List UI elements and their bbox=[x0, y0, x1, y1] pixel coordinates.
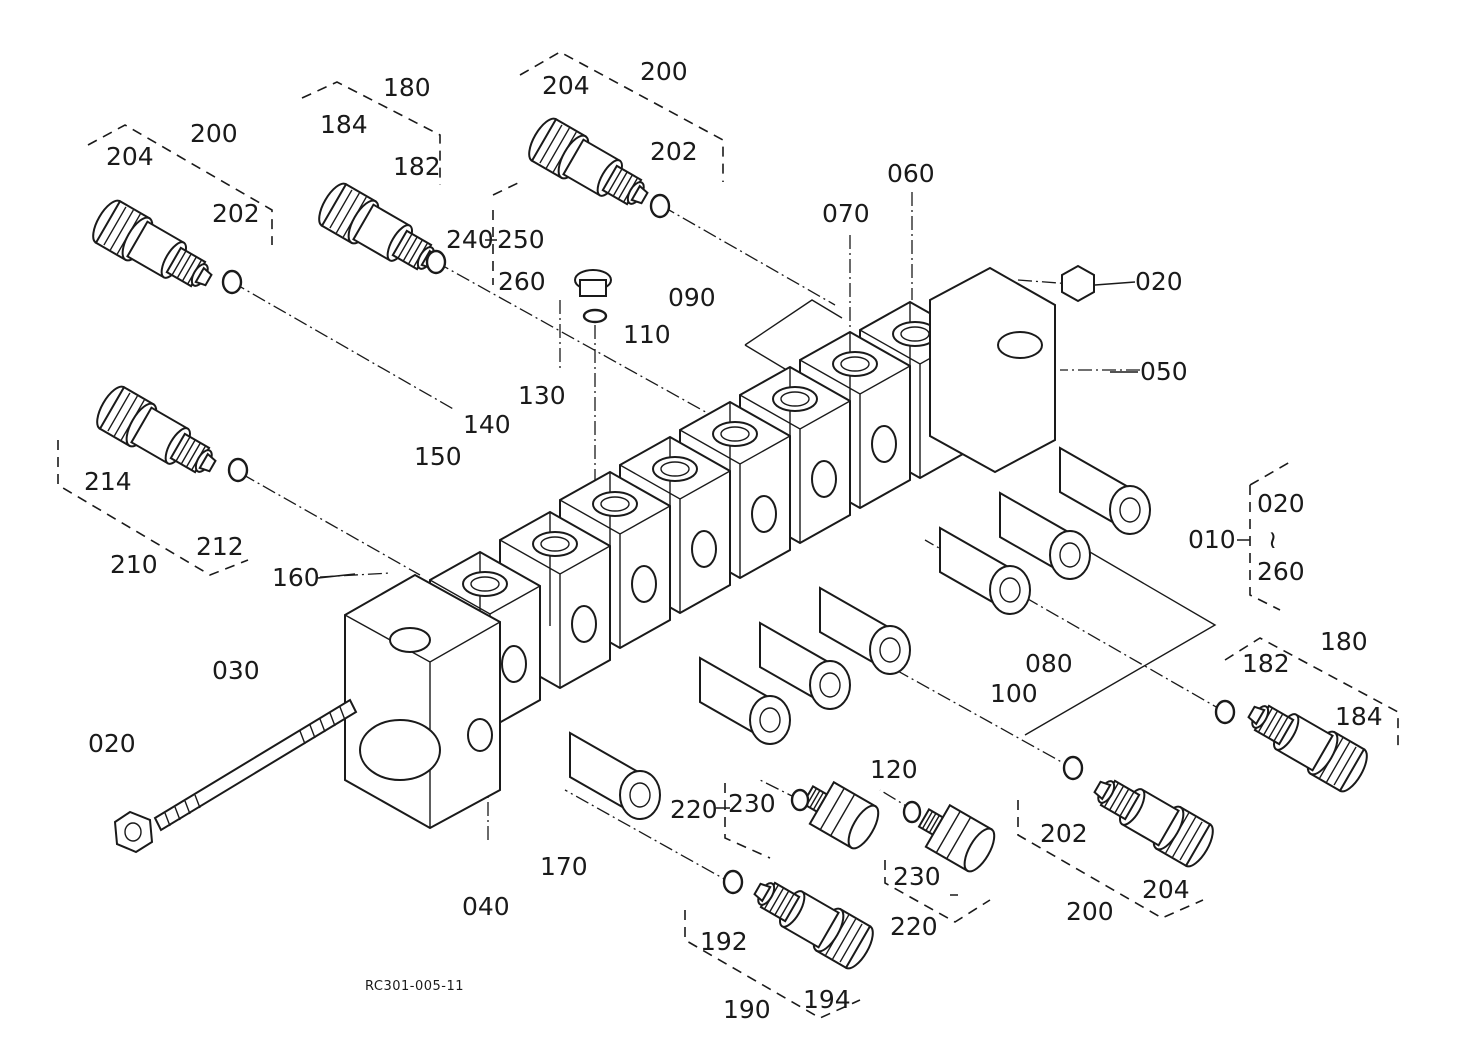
spool-end bbox=[569, 732, 661, 820]
callout-200: 200 bbox=[1066, 897, 1114, 926]
callout-212: 212 bbox=[196, 532, 244, 561]
callout-230: 230 bbox=[728, 789, 776, 818]
callout-120: 120 bbox=[870, 755, 918, 784]
callout-040: 040 bbox=[462, 892, 510, 921]
callout-230: 230 bbox=[893, 862, 941, 891]
callout-260: 260 bbox=[498, 267, 546, 296]
callout-100: 100 bbox=[990, 679, 1038, 708]
callout-170: 170 bbox=[540, 852, 588, 881]
callout-130: 130 bbox=[518, 381, 566, 410]
callout-020: 020 bbox=[88, 729, 136, 758]
callout-080: 080 bbox=[1025, 649, 1073, 678]
nut-020-lower bbox=[113, 810, 154, 854]
callout-200: 200 bbox=[190, 119, 238, 148]
callout-030: 030 bbox=[212, 656, 260, 685]
o-ring-182-top bbox=[425, 249, 447, 275]
callout-260: 260 bbox=[1257, 557, 1305, 586]
callout-140: 140 bbox=[463, 410, 511, 439]
relief-valve-200-top bbox=[522, 113, 658, 220]
valve-body bbox=[344, 264, 1151, 830]
callout-200: 200 bbox=[640, 57, 688, 86]
callout-180: 180 bbox=[1320, 627, 1368, 656]
callout-182: 182 bbox=[393, 152, 441, 181]
o-ring-202-right bbox=[1062, 755, 1084, 781]
callout-180: 180 bbox=[383, 73, 431, 102]
callout-020: 020 bbox=[1135, 267, 1183, 296]
callout-250: 250 bbox=[497, 225, 545, 254]
callout-194: 194 bbox=[803, 985, 851, 1014]
label-ticks bbox=[317, 239, 1250, 896]
o-ring-230-right bbox=[902, 800, 922, 824]
callout-204: 204 bbox=[106, 142, 154, 171]
o-ring-192 bbox=[722, 869, 744, 895]
relief-valve-200-right bbox=[1084, 765, 1220, 872]
callout-220: 220 bbox=[670, 795, 718, 824]
relief-valve-190 bbox=[744, 867, 880, 974]
group-brackets bbox=[57, 51, 1399, 1019]
callout-182: 182 bbox=[1242, 649, 1290, 678]
nut-020 bbox=[1061, 264, 1095, 303]
o-ring-202-top bbox=[649, 193, 671, 219]
callout-184: 184 bbox=[1335, 702, 1383, 731]
callout-050: 050 bbox=[1140, 357, 1188, 386]
check-plug-220-left bbox=[795, 773, 886, 854]
tie-bolt-030 bbox=[153, 698, 358, 832]
o-ring-260 bbox=[582, 308, 608, 324]
callout-150: 150 bbox=[414, 442, 462, 471]
o-ring-182-right bbox=[1214, 699, 1236, 725]
callout-204: 204 bbox=[1142, 875, 1190, 904]
callout-160: 160 bbox=[272, 563, 320, 592]
callout-204: 204 bbox=[542, 71, 590, 100]
callout-214: 214 bbox=[84, 467, 132, 496]
callout-range-symbol: ≀ bbox=[1268, 525, 1277, 554]
callout-190: 190 bbox=[723, 995, 771, 1024]
inlet-section bbox=[344, 573, 501, 830]
callout-202: 202 bbox=[212, 199, 260, 228]
callout-020: 020 bbox=[1257, 489, 1305, 518]
callout-202: 202 bbox=[1040, 819, 1088, 848]
callout-110: 110 bbox=[623, 320, 671, 349]
relief-valve-200-left bbox=[86, 195, 222, 302]
callout-202: 202 bbox=[650, 137, 698, 166]
callout-090: 090 bbox=[668, 283, 716, 312]
o-ring-230-left bbox=[790, 788, 810, 812]
callout-070: 070 bbox=[822, 199, 870, 228]
callout-184: 184 bbox=[320, 110, 368, 139]
callout-labels: 200 204 202 180 184 182 200 204 202 240 … bbox=[84, 57, 1383, 1024]
callout-060: 060 bbox=[887, 159, 935, 188]
relief-valve-180-top bbox=[312, 178, 448, 285]
callout-210: 210 bbox=[110, 550, 158, 579]
end-section-050 bbox=[929, 266, 1056, 474]
callout-192: 192 bbox=[700, 927, 748, 956]
callout-220: 220 bbox=[890, 912, 938, 941]
drawing-code: RC301-005-11 bbox=[365, 979, 464, 994]
o-ring-212 bbox=[227, 457, 249, 483]
o-ring-202-left bbox=[221, 269, 243, 295]
callout-010: 010 bbox=[1188, 525, 1236, 554]
spool-end bbox=[1059, 447, 1151, 535]
